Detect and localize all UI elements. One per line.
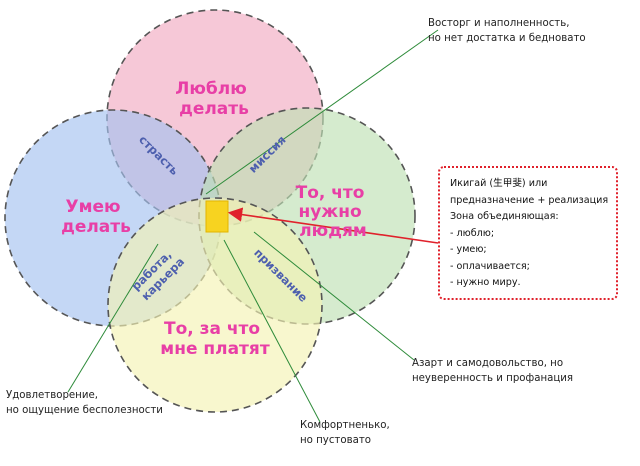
circle-paid-for xyxy=(107,197,323,413)
ikigai-center-square xyxy=(205,200,229,233)
world-needs-label: То, что нужно людям xyxy=(296,183,371,241)
annotation-top-right: Восторг и наполненность, но нет достатка… xyxy=(428,18,586,44)
annotation-bottom-left: Удовлетворение, но ощущение бесполезност… xyxy=(6,390,163,416)
connector-bottom-left xyxy=(67,243,159,393)
ikigai-line: - оплачивается; xyxy=(450,260,530,272)
connector-top-right xyxy=(205,29,439,195)
love-label: Люблю делать xyxy=(175,79,252,119)
ikigai-line: - умею; xyxy=(450,244,487,255)
ikigai-callout-box: Икигай (生甲斐) или предназначение + реализ… xyxy=(438,166,618,300)
annotation-bottom-right: Азарт и самодовольство, но неуверенность… xyxy=(412,358,574,384)
ikigai-line: предназначение + реализация xyxy=(450,194,609,206)
ikigai-line: Икигай (生甲斐) или xyxy=(450,178,548,189)
good-at-label: Умею делать xyxy=(61,197,131,237)
paid-for-label: То, за что мне платят xyxy=(160,319,270,359)
connector-bottom-right xyxy=(253,231,415,361)
ikigai-line: - нужно миру. xyxy=(450,277,521,288)
connector-bottom-center xyxy=(223,239,321,423)
annotation-bottom-center: Комфортненько, но пустовато xyxy=(300,420,390,446)
ikigai-line: Зона объединяющая: xyxy=(450,211,559,222)
ikigai-arrow xyxy=(227,207,439,244)
ikigai-line: - люблю; xyxy=(450,227,495,239)
